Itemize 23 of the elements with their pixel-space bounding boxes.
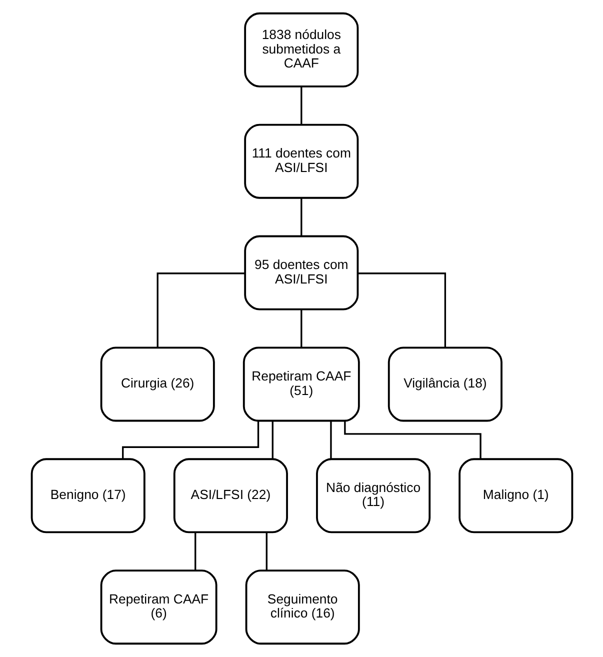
connector xyxy=(271,421,273,459)
connector xyxy=(300,310,302,348)
node-box: Benigno (17) xyxy=(30,458,145,534)
connector xyxy=(344,420,481,460)
connector xyxy=(156,272,244,348)
connector xyxy=(265,532,267,570)
connector xyxy=(357,272,446,348)
connector xyxy=(194,532,196,570)
node-box: Não diagnóstico (11) xyxy=(316,458,430,534)
node-box: Cirurgia (26) xyxy=(100,346,214,422)
node-box: Repetiram CAAF (51) xyxy=(242,346,360,422)
connector xyxy=(300,198,302,236)
node-box: ASI/LFSI (22) xyxy=(172,458,288,534)
node-box: Vigilância (18) xyxy=(387,346,502,422)
node-box: 1838 nódulos submetidos a CAAF xyxy=(244,12,358,88)
connector xyxy=(300,86,302,125)
connector xyxy=(122,420,259,459)
node-box: Seguimento clínico (16) xyxy=(244,570,360,645)
connector xyxy=(330,421,332,459)
node-box: 95 doentes com ASI/LFSI xyxy=(244,235,358,310)
node-box: Repetiram CAAF (6) xyxy=(100,570,217,645)
node-box: 111 doentes com ASI/LFSI xyxy=(244,124,358,199)
node-box: Maligno (1) xyxy=(458,458,573,534)
